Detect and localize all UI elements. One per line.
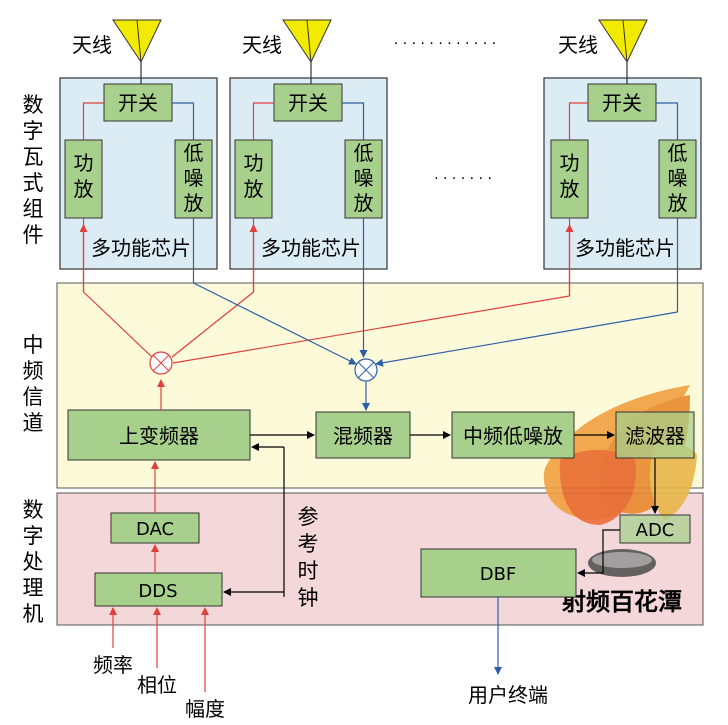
switch-label: 开关: [288, 91, 328, 115]
mfc-label: 多功能芯片: [91, 236, 191, 260]
lna-label-2: 低噪放: [354, 141, 374, 215]
lna-block: [658, 139, 697, 219]
upconverter-label: 上变频器: [119, 424, 199, 448]
mfc-label: 多功能芯片: [261, 236, 361, 260]
phase-input-label: 相位: [137, 673, 177, 697]
module-ellipsis: · · · · · · ·: [434, 171, 492, 187]
section-label-if-channel: 中频信道: [23, 333, 44, 435]
section-label-digital-proc: 数字处理机: [23, 498, 44, 626]
antenna-label: 天线: [242, 33, 282, 57]
lna-block: [174, 139, 213, 219]
amplitude-input-label: 幅度: [185, 697, 225, 721]
dds-block: [94, 572, 223, 607]
lna-label-3: 低噪放: [668, 141, 688, 215]
signal-path-lines: [223, 431, 659, 597]
tr-module-2: 开关 功放 低噪放 多功能芯片: [229, 77, 388, 270]
antenna-label: 天线: [72, 33, 112, 57]
filter-block: [615, 411, 695, 459]
lna-label-1: 低噪放: [184, 141, 204, 215]
section-label-digital-tr: 数字瓦式组件: [23, 93, 44, 247]
dds-label: DDS: [138, 581, 177, 602]
tx-digital-lines: [109, 461, 209, 692]
tr-module-1: 开关 功放 低噪放 多功能芯片: [59, 77, 218, 270]
power-combiner-icon: [354, 358, 378, 382]
pa-label-2: 功放: [244, 151, 264, 201]
rx-internal-lines: [172, 102, 679, 140]
watermark-text: 射频百花潭: [561, 588, 682, 616]
antenna-ellipsis: · · · · · · · · · · · ·: [394, 36, 496, 52]
filter-label: 滤波器: [625, 424, 685, 448]
antenna-icon: [282, 19, 332, 84]
if-lna-block: [451, 411, 575, 459]
switch-block: [273, 83, 343, 122]
switch-label: 开关: [602, 91, 642, 115]
tx-internal-lines: [82, 102, 588, 140]
antenna-icon: [598, 19, 648, 84]
mfc-label: 多功能芯片: [575, 236, 675, 260]
tx-distribution-lines: [79, 218, 574, 410]
rx-combine-lines: [192, 218, 679, 675]
dbf-block: [420, 548, 577, 598]
pa-label-3: 功放: [560, 151, 580, 201]
antenna-icon: [112, 19, 162, 84]
frequency-input-label: 频率: [93, 653, 133, 677]
dbf-label: DBF: [480, 564, 517, 585]
power-splitter-icon: [149, 351, 173, 375]
if-lna-label: 中频低噪放: [463, 424, 563, 448]
upconverter-block: [67, 409, 251, 461]
pa-label-1: 功放: [74, 151, 94, 201]
user-terminal-label: 用户终端: [468, 683, 548, 707]
antenna-label: 天线: [558, 33, 598, 57]
lna-block: [344, 139, 383, 219]
mixer-block: [315, 411, 411, 459]
adc-block: [619, 514, 691, 544]
dac-block: [110, 512, 200, 544]
switch-block: [587, 83, 657, 122]
switch-label: 开关: [118, 91, 158, 115]
mixer-label: 混频器: [333, 424, 393, 448]
adc-label: ADC: [636, 520, 675, 541]
dac-label: DAC: [136, 519, 174, 540]
ref-clock-label: 参考时钟: [298, 505, 319, 610]
tr-module-3: 开关 功放 低噪放 多功能芯片: [543, 77, 702, 270]
